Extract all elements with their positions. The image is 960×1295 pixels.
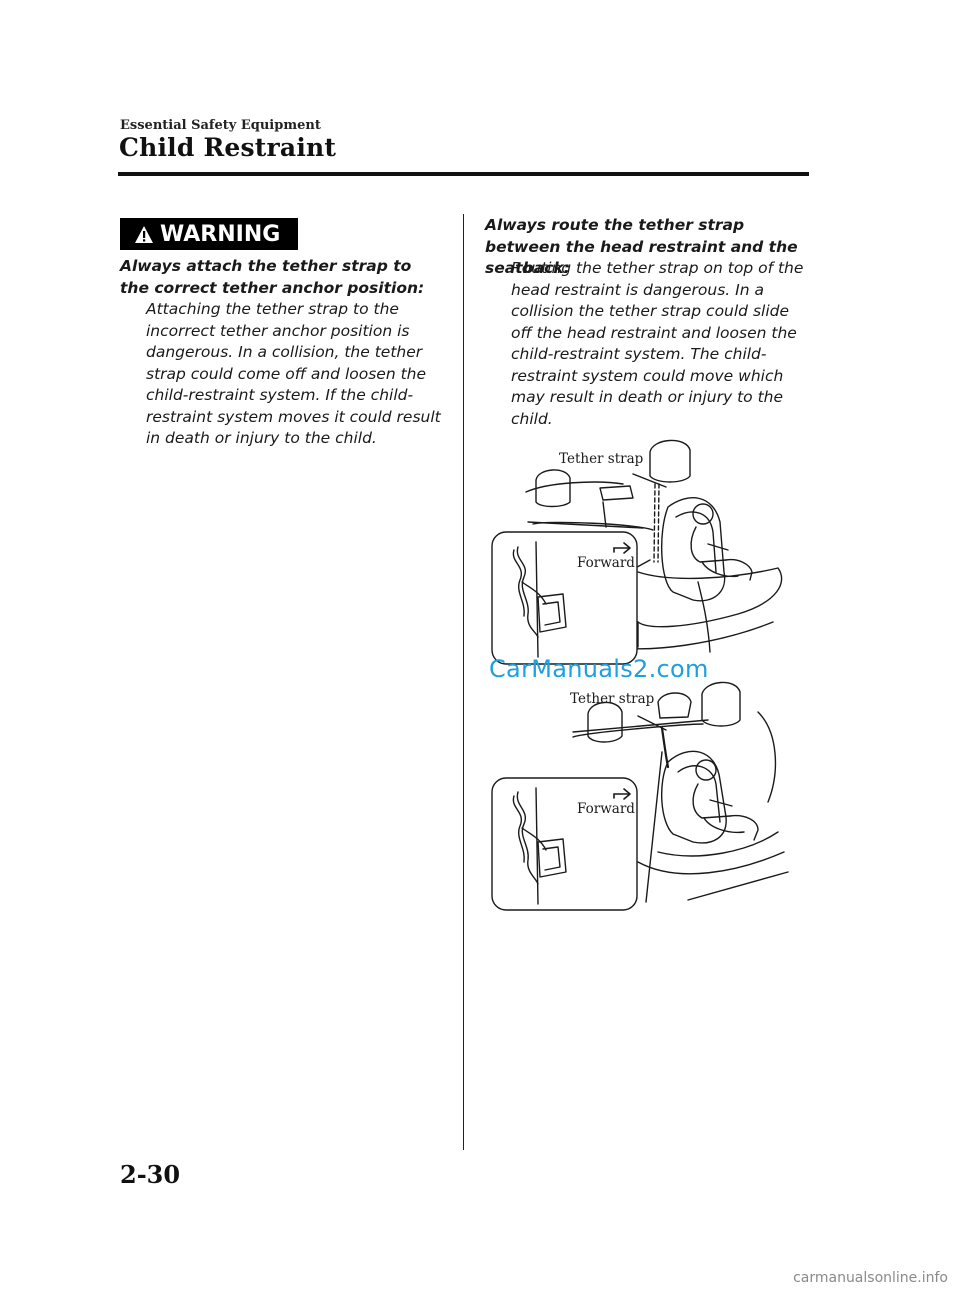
tether-illustration — [488, 432, 793, 916]
warning-heading-1: Always attach the tether strap to the co… — [120, 257, 425, 297]
column-divider — [463, 214, 464, 1150]
tether-strap-label-2: Tether strap — [570, 691, 655, 707]
warning-heading-2: Always route the tether strap between th… — [485, 216, 798, 277]
warning-body-1: Attaching the tether strap to the incorr… — [146, 300, 441, 447]
watermark: CarManuals2.com — [489, 655, 709, 683]
forward-label-1: Forward — [577, 555, 635, 571]
page-number: 2-30 — [120, 1160, 181, 1189]
warning-badge: WARNING — [120, 218, 298, 250]
header-rule — [118, 172, 809, 176]
warning-body-2: Routing the tether strap on top of the h… — [511, 259, 804, 428]
seat-illustration-1 — [491, 439, 783, 665]
section-label: Essential Safety Equipment — [120, 118, 321, 133]
forward-arrow-icon-1 — [613, 542, 631, 554]
page-title: Child Restraint — [119, 133, 337, 162]
warning-badge-label: WARNING — [160, 221, 281, 247]
footer-source-link[interactable]: carmanualsonline.info — [793, 1270, 948, 1286]
forward-label-2: Forward — [577, 801, 635, 817]
forward-arrow-icon-2 — [613, 788, 631, 800]
seat-illustration-2 — [491, 681, 789, 911]
warning-triangle-icon — [135, 225, 153, 243]
tether-strap-label-1: Tether strap — [559, 451, 644, 467]
